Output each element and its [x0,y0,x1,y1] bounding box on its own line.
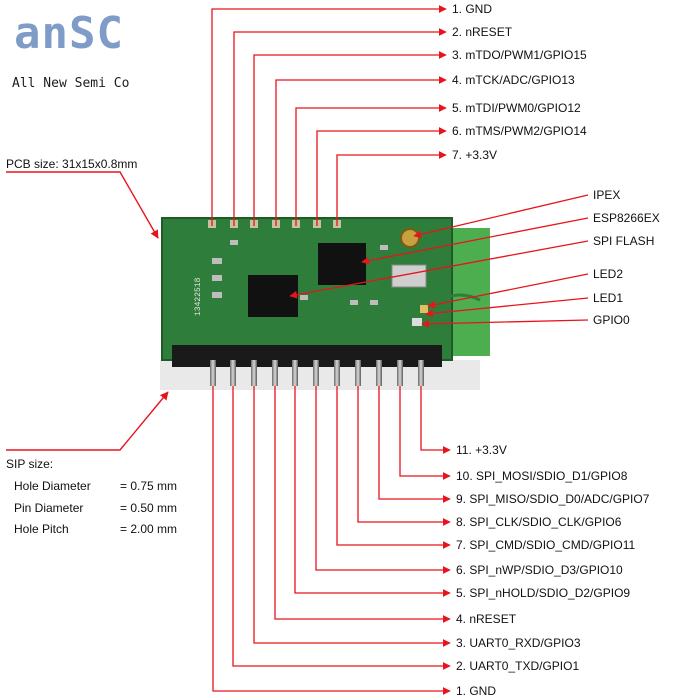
sip-row-value: = 0.75 mm [120,479,178,493]
component-label: IPEX [593,188,621,202]
pcb-size-label: PCB size: 31x15x0.8mm [6,157,138,171]
component-leader [413,194,589,239]
company-name: All New Semi Co [12,76,130,91]
bottom-pin-label: 1. GND [456,684,497,698]
sip-size-title: SIP size: [6,457,54,471]
component-label: LED2 [593,267,624,281]
bottom-pin-label: 8. SPI_CLK/SDIO_CLK/GPIO6 [456,515,622,529]
crystal [391,264,427,288]
bottom-pin-leader [357,386,451,526]
pcb-size-arrow [6,171,159,239]
top-pin-label: 6. mTMS/PWM2/GPIO14 [452,124,587,138]
top-pin-leader [233,28,447,226]
bottom-pin-label: 6. SPI_nWP/SDIO_D3/GPIO10 [456,563,623,577]
top-pin-leader [211,5,447,226]
board-silkscreen: 13422518 [194,277,203,316]
smd-components [212,240,388,305]
sip-size-arrow [6,391,169,451]
sip-row-value: = 2.00 mm [120,522,178,536]
bottom-pin-label: 11. +3.3V [456,443,507,457]
leader-lines [211,5,589,695]
component-label: SPI FLASH [593,234,655,248]
sip-row-name: Hole Diameter [14,479,91,493]
top-pin-leader [295,104,447,226]
bottom-pin-leader [253,386,451,647]
sip-row-name: Pin Diameter [14,501,84,515]
component-leader [289,240,589,299]
bottom-pin-leader [274,386,451,623]
bottom-pin-label: 5. SPI_nHOLD/SDIO_D2/GPIO9 [456,586,631,600]
component-leader [425,297,589,318]
bottom-pin-leader [232,386,451,670]
bottom-pin-leader [212,386,451,695]
top-pin-label: 3. mTDO/PWM1/GPIO15 [452,48,587,62]
component-label: GPIO0 [593,313,630,327]
bottom-pin-label: 9. SPI_MISO/SDIO_D0/ADC/GPIO7 [456,492,650,506]
esp8266ex-chip [318,243,366,285]
top-pin-leader [336,151,447,226]
bottom-pin-leader [378,386,451,503]
sip-row-value: = 0.50 mm [120,501,178,515]
bottom-pin-label: 2. UART0_TXD/GPIO1 [456,659,580,673]
bottom-pin-label: 4. nRESET [456,612,517,626]
ipex-connector [400,228,420,248]
bottom-pin-leader [336,386,451,549]
top-pin-leader [253,51,447,226]
top-pin-label: 5. mTDI/PWM0/GPIO12 [452,101,581,115]
company-logo: anSC [14,8,124,59]
component-leader [427,273,589,309]
top-pin-label: 4. mTCK/ADC/GPIO13 [452,73,575,87]
bottom-pin-label: 10. SPI_MOSI/SDIO_D1/GPIO8 [456,469,628,483]
bottom-pin-leader [294,386,451,597]
bottom-pin-label: 3. UART0_RXD/GPIO3 [456,636,581,650]
bottom-pin-leader [399,386,451,480]
top-pin-leader [316,127,447,226]
component-leader [361,217,589,265]
header-pins [210,360,424,386]
component-leader [421,319,589,328]
bottom-pin-label: 7. SPI_CMD/SDIO_CMD/GPIO11 [456,538,636,552]
component-label: ESP8266EX [593,211,660,225]
led-pad [420,305,428,313]
antenna-trace [439,293,481,302]
button-pad [412,318,422,326]
sip-row-name: Hole Pitch [14,522,69,536]
top-pin-label: 2. nRESET [452,25,513,39]
top-pin-leader [275,76,447,226]
bottom-pin-leader [315,386,451,574]
component-label: LED1 [593,291,624,305]
bottom-pin-leader [420,386,451,454]
pin-header [172,345,442,367]
top-pin-label: 1. GND [452,2,493,16]
top-pin-label: 7. +3.3V [452,148,498,162]
